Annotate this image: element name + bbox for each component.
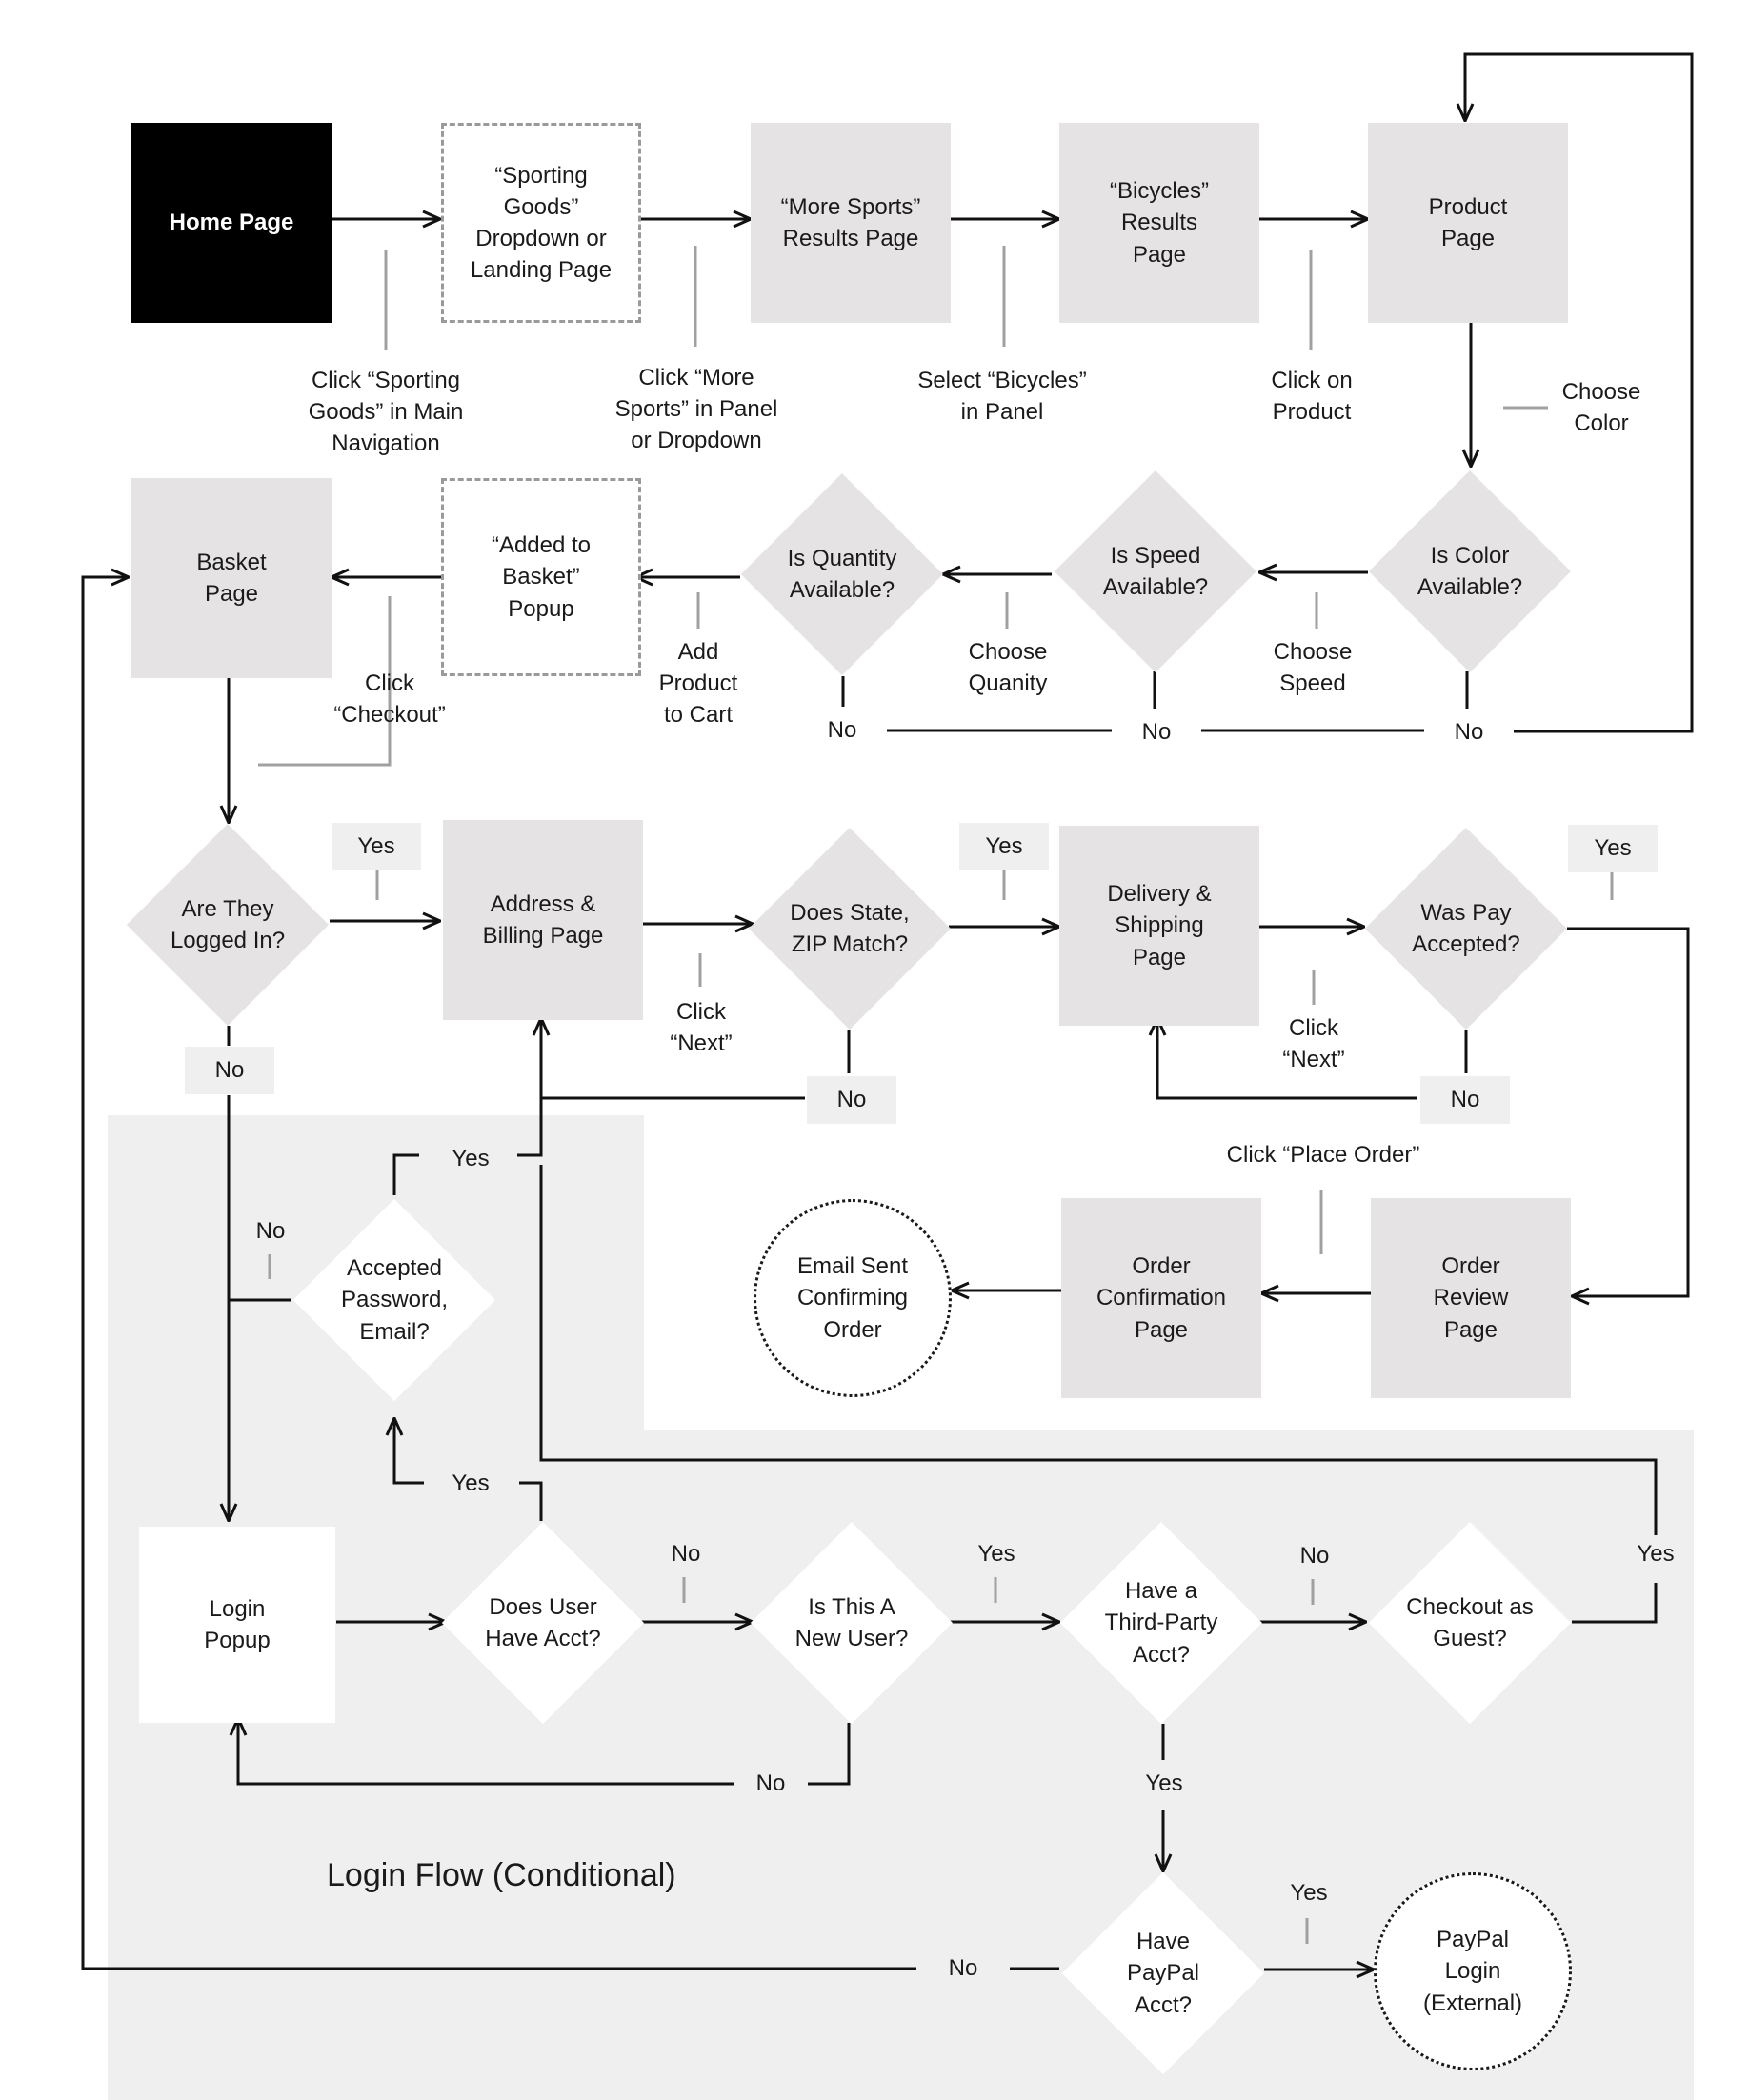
label-choose-color: Choose Color [1561,379,1641,437]
are-they-logged-in-node: Are They Logged In? [126,823,330,1027]
edge-no-basket [81,577,916,1970]
label-click-next-2: Click “Next” [1282,1015,1345,1073]
label-click-more: Click “More Sports” in Panel or Dropdown [614,365,778,454]
edge-yes-address-long [539,1165,1658,1535]
have-paypal-acct-node: Have PayPal Acct? [1061,1871,1265,2075]
yes-tag-guest: Yes [1637,1541,1675,1567]
login-popup-node: Login Popup [139,1527,335,1723]
is-this-new-user-node: Is This A New User? [750,1521,954,1725]
no-tag-paypal: No [948,1955,978,1981]
does-state-zip-match-node: Does State, ZIP Match? [748,827,952,1030]
yes-tag-newuser: Yes [977,1541,1015,1567]
no-tag-statezip: No [807,1076,896,1124]
no-tag-newuser: No [755,1770,786,1796]
order-review-page-node: Order Review Page [1371,1198,1571,1398]
is-speed-available-node: Is Speed Available? [1054,470,1257,673]
no-tag-loggedin: No [185,1047,274,1094]
basket-page-node: Basket Page [131,478,332,678]
delivery-shipping-page-node: Delivery & Shipping Page [1059,826,1259,1026]
edge-accepted-yes [392,1153,419,1195]
was-pay-accepted-node: Was Pay Accepted? [1364,827,1568,1030]
yes-tag-loggedin: Yes [332,823,421,870]
label-choose-speed: Choose Speed [1273,639,1353,697]
label-select-bicycles: Select “Bicycles” in Panel [917,368,1087,426]
yes-tag-paypal: Yes [1290,1880,1328,1906]
edge-no-loop [1465,52,1694,733]
edge-pay-review [1567,927,1690,1296]
order-confirmation-page-node: Order Confirmation Page [1061,1198,1261,1398]
no-tag-quantity: No [797,707,887,754]
no-tag-thirdparty: No [1299,1543,1330,1569]
edge-yes-accepted [394,1418,424,1485]
sporting-goods-node: “Sporting Goods” Dropdown or Landing Pag… [441,123,641,323]
product-page-node: Product Page [1368,123,1568,323]
no-tag-speed: No [1112,709,1201,756]
added-to-basket-popup-node: “Added to Basket” Popup [441,478,641,676]
tick-click-checkout [258,596,392,767]
edge-no-login-back [238,1718,734,1786]
label-click-next-1: Click “Next” [670,999,733,1057]
edge-guest-yes [1572,1583,1658,1624]
email-sent-node: Email Sent Confirming Order [754,1199,952,1397]
edge-newuser-no [808,1723,851,1786]
edge-no-delivery [1157,1018,1417,1100]
label-add-product: Add Product to Cart [658,639,738,729]
edge-yes-address [517,1018,543,1157]
label-click-sporting: Click “Sporting Goods” in Main Navigatio… [308,368,464,457]
yes-tag-hasacct: Yes [452,1470,490,1496]
more-sports-results-node: “More Sports” Results Page [751,123,951,323]
no-tag-accepted: No [255,1218,286,1244]
label-click-product: Click on Product [1271,368,1353,426]
edge-hasacct-yes [519,1481,543,1521]
no-tag-pay: No [1420,1076,1510,1124]
paypal-login-node: PayPal Login (External) [1374,1872,1572,2070]
yes-tag-statezip: Yes [959,823,1049,870]
home-page-node: Home Page [131,123,332,323]
is-quantity-available-node: Is Quantity Available? [740,472,944,676]
no-tag-color: No [1424,709,1514,756]
yes-tag-accepted: Yes [452,1146,490,1171]
address-billing-page-node: Address & Billing Page [443,820,643,1020]
login-flow-title: Login Flow (Conditional) [327,1857,676,1893]
no-tag-hasacct: No [671,1541,701,1567]
does-user-have-acct-node: Does User Have Acct? [441,1521,645,1725]
checkout-as-guest-node: Checkout as Guest? [1368,1521,1572,1725]
have-third-party-acct-node: Have a Third-Party Acct? [1059,1521,1263,1725]
is-color-available-node: Is Color Available? [1368,470,1572,673]
label-click-place-order: Click “Place Order” [1226,1142,1420,1168]
label-click-checkout: Click “Checkout” [333,670,446,729]
bicycles-results-node: “Bicycles” Results Page [1059,123,1259,323]
accepted-password-email-node: Accepted Password, Email? [292,1198,496,1402]
label-choose-quanity: Choose Quanity [968,639,1048,697]
yes-tag-thirdparty: Yes [1145,1770,1183,1796]
yes-tag-pay: Yes [1568,825,1658,872]
